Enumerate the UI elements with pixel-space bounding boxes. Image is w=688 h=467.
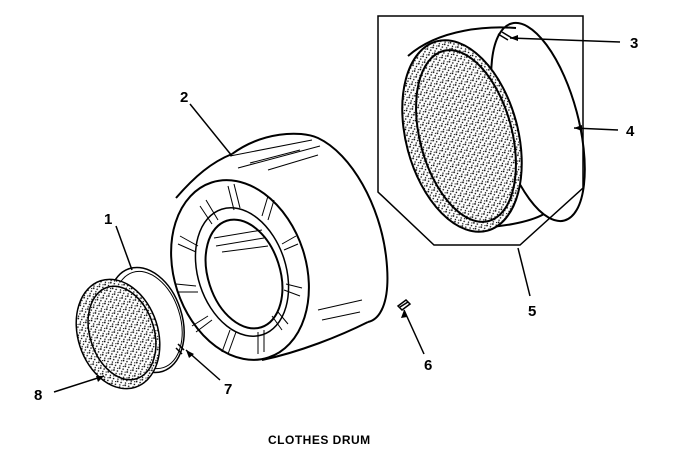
rear-felt-seal-inner: [415, 49, 517, 223]
drum-interior-lines: [213, 229, 269, 253]
drum-bottom-edge: [261, 321, 369, 361]
leader-5: [517, 247, 531, 297]
leader-3: [509, 37, 621, 43]
callout-8: 8: [34, 387, 42, 404]
leader-8: [53, 375, 105, 393]
leader-lines: [53, 37, 621, 393]
callout-7: 7: [224, 381, 232, 398]
callout-4: 4: [626, 123, 635, 140]
diagram-caption: CLOTHES DRUM: [268, 433, 371, 447]
drum-opening: [204, 218, 284, 330]
assembly-outline: [377, 15, 584, 246]
leader-2: [189, 103, 233, 157]
rear-felt-seal-outer: [401, 39, 523, 233]
drum-front-face: [170, 179, 310, 361]
callout-5: 5: [528, 303, 536, 320]
rear-ring-band-top: [407, 26, 517, 57]
drum-rear-edge: [231, 132, 389, 323]
leader-arrowheads: [96, 35, 582, 382]
clip: [396, 299, 412, 311]
callout-1: 1: [104, 211, 112, 228]
seal-splice: [497, 31, 513, 41]
drum-body-stripes: [229, 139, 363, 321]
callout-2: 2: [180, 89, 188, 106]
clothes-drum: [170, 132, 389, 361]
callout-3: 3: [630, 35, 638, 52]
drum-front-rim: [194, 207, 290, 337]
leader-6: [403, 309, 425, 355]
ring-splice: [175, 343, 185, 355]
rear-seal-assembly: [377, 15, 586, 246]
drum-top-edge: [175, 153, 233, 199]
callout-6: 6: [424, 357, 432, 374]
leader-1: [115, 225, 133, 271]
drum-face-ribs: [175, 183, 303, 355]
front-felt-seal: [75, 278, 161, 390]
